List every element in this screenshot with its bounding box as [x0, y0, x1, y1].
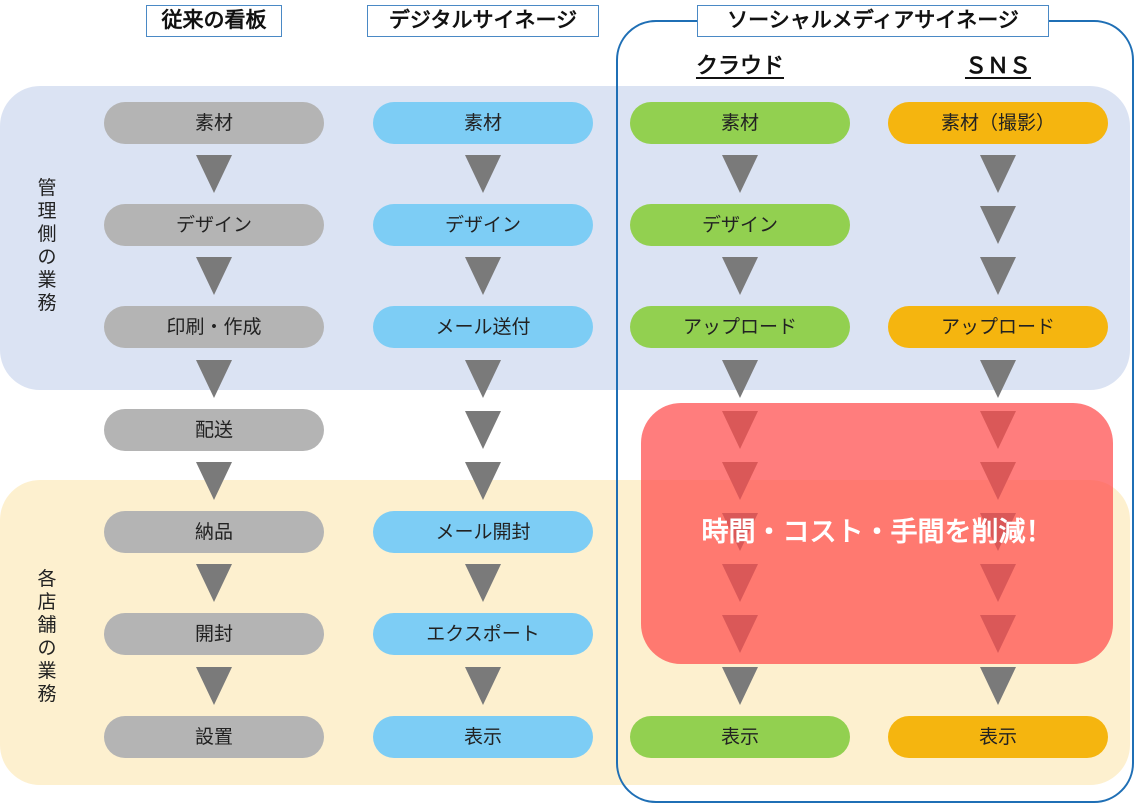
cloud-subtitle: クラウド — [695, 54, 784, 79]
sns-subtitle: ＳＮＳ — [964, 54, 1031, 79]
sns-step-material-photo: 素材（撮影） — [888, 102, 1108, 144]
cloud-step-design: デザイン — [630, 204, 850, 246]
flow-arrow — [980, 155, 1016, 193]
flow-arrow — [196, 564, 232, 602]
flow-arrow — [465, 411, 501, 449]
digital-step-export: エクスポート — [373, 613, 593, 655]
flow-arrow — [196, 257, 232, 295]
cloud-step-material: 素材 — [630, 102, 850, 144]
flow-arrow — [196, 360, 232, 398]
flow-arrow — [980, 360, 1016, 398]
cloud-step-upload: アップロード — [630, 306, 850, 348]
flow-arrow — [196, 155, 232, 193]
traditional-step-delivery: 配送 — [104, 409, 324, 451]
digital-step-display: 表示 — [373, 716, 593, 758]
flow-arrow — [722, 360, 758, 398]
flow-arrow — [465, 155, 501, 193]
cloud-step-display: 表示 — [630, 716, 850, 758]
social-column-title: ソーシャルメディアサイネージ — [697, 5, 1049, 37]
flow-arrow — [465, 462, 501, 500]
flow-arrow — [722, 257, 758, 295]
traditional-step-unpack: 開封 — [104, 613, 324, 655]
traditional-step-material: 素材 — [104, 102, 324, 144]
flow-arrow — [722, 667, 758, 705]
flow-arrow — [980, 667, 1016, 705]
digital-column-title: デジタルサイネージ — [367, 5, 599, 37]
flow-arrow — [465, 257, 501, 295]
flow-arrow — [465, 360, 501, 398]
flow-arrow — [196, 667, 232, 705]
sns-step-upload: アップロード — [888, 306, 1108, 348]
traditional-step-design: デザイン — [104, 204, 324, 246]
reduction-highlight-text: 時間・コスト・手間を削減！ — [701, 517, 1053, 548]
flow-arrow — [465, 564, 501, 602]
traditional-step-install: 設置 — [104, 716, 324, 758]
store-band-label: 各店舗の業務 — [37, 568, 57, 705]
admin-band-label: 管理側の業務 — [37, 177, 57, 314]
digital-step-mail-open: メール開封 — [373, 511, 593, 553]
flow-arrow — [980, 206, 1016, 244]
traditional-step-print: 印刷・作成 — [104, 306, 324, 348]
flow-arrow — [196, 462, 232, 500]
flow-arrow — [722, 155, 758, 193]
traditional-step-receipt: 納品 — [104, 511, 324, 553]
digital-step-material: 素材 — [373, 102, 593, 144]
sns-step-display: 表示 — [888, 716, 1108, 758]
reduction-highlight-box — [641, 403, 1113, 664]
flow-arrow — [980, 257, 1016, 295]
traditional-column-title: 従来の看板 — [146, 5, 282, 37]
digital-step-design: デザイン — [373, 204, 593, 246]
flow-arrow — [465, 667, 501, 705]
digital-step-mail-send: メール送付 — [373, 306, 593, 348]
